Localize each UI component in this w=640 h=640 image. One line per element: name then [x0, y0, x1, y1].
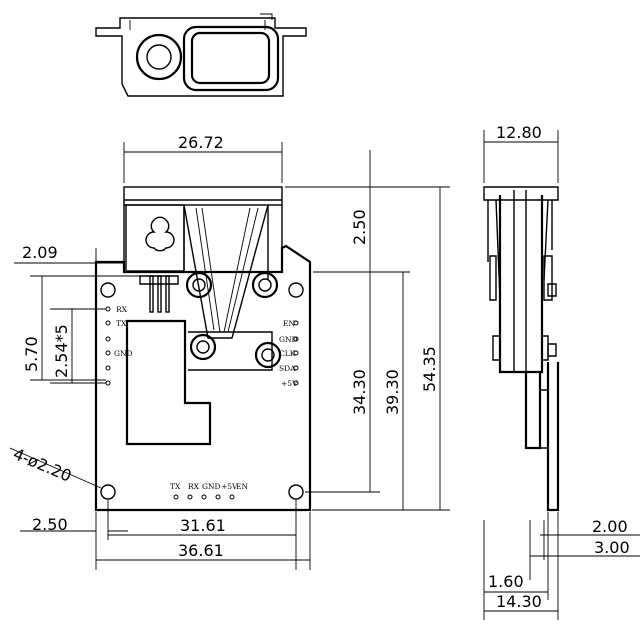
dim-holes: 4-ø2.20 [10, 444, 74, 485]
right-pads [293, 320, 299, 386]
side-view [483, 186, 560, 512]
dim-pin-span: 5.70 [22, 336, 41, 372]
header-pins [139, 275, 179, 313]
top-lens-circle [135, 33, 183, 81]
mount-hole-top-left [100, 282, 116, 298]
dim-side-b: 3.00 [594, 538, 630, 557]
bottom-pin-gnd: GND [202, 482, 221, 491]
dim-hole-edge: 2.50 [32, 515, 68, 534]
dim-pin-pitch: 2.54*5 [52, 324, 71, 378]
top-lens-inner-circle [146, 44, 172, 70]
bottom-pads [173, 494, 235, 500]
right-pin-gnd: GND [279, 335, 298, 344]
dim-board-width: 36.61 [178, 541, 224, 560]
right-pin-clk: CLK [279, 349, 296, 358]
mount-hole-bottom-right [288, 484, 304, 500]
sensor-module-block [125, 319, 212, 446]
left-pads [105, 306, 111, 386]
left-pin-gnd: GND [114, 349, 133, 358]
dim-side-width: 12.80 [496, 123, 542, 142]
mount-hole-top-right [288, 282, 304, 298]
right-pin-5v: +5V [281, 379, 298, 388]
left-pin-tx: TX [116, 319, 127, 328]
dim-hole-span-v: 39.30 [383, 369, 402, 415]
dim-side-a: 2.00 [592, 517, 628, 536]
dim-top-width: 26.72 [178, 133, 224, 152]
screw-group [185, 271, 282, 369]
dim-total-height: 54.35 [420, 346, 439, 392]
dim-hole-span-h: 31.61 [180, 516, 226, 535]
right-pin-en: EN [283, 319, 295, 328]
left-pin-rx: RX [116, 305, 128, 314]
dim-top-gap: 2.50 [350, 209, 369, 245]
dim-side-c: 1.60 [488, 572, 524, 591]
bottom-pin-rx: RX [188, 482, 200, 491]
bottom-pin-tx: TX [170, 482, 181, 491]
dim-side-total: 14.30 [496, 592, 542, 611]
side-dimensions: 12.80 2.00 3.00 1.60 14.30 [483, 123, 640, 620]
top-lens-rect-outer [182, 25, 280, 92]
mount-hole-bottom-left [100, 484, 116, 500]
bottom-pin-en: EN [236, 482, 248, 491]
bottom-pin-5v: +5V [221, 482, 238, 491]
dim-inner-height: 34.30 [350, 369, 369, 415]
front-dimensions: 26.72 2.50 34.30 39.30 54.35 2.09 5.70 2… [9, 133, 450, 570]
top-view [95, 13, 307, 97]
front-view: RX TX GND EN GND CLK SDA +5V TX RX GND +… [94, 186, 312, 512]
top-lens-rect-inner [190, 31, 271, 85]
clover-mount-icon [145, 216, 175, 252]
right-pin-sda: SDA [279, 364, 296, 373]
dim-left-offset: 2.09 [22, 243, 58, 262]
